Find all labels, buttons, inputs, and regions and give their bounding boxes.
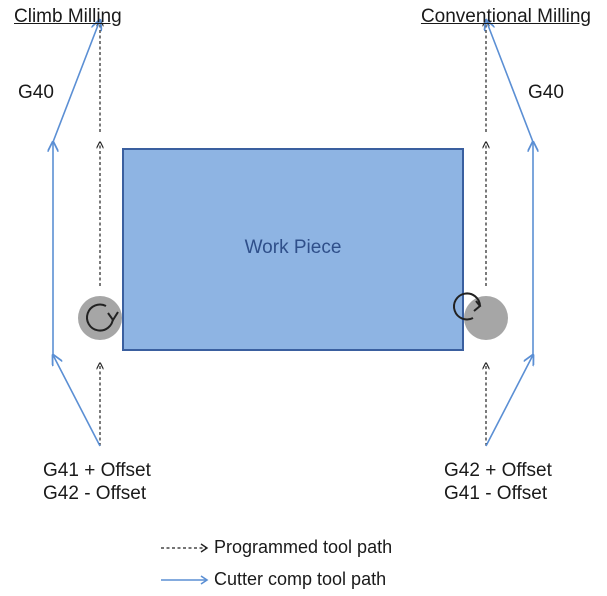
g40-label-right: G40: [528, 82, 564, 103]
codes-left: G41 + Offset G42 - Offset: [43, 459, 151, 505]
codes-right-line1: G42 + Offset: [444, 460, 552, 481]
workpiece-label: Work Piece: [244, 237, 342, 258]
codes-left-line1: G41 + Offset: [43, 460, 151, 481]
legend-cutter-comp-label: Cutter comp tool path: [214, 569, 387, 589]
codes-right: G42 + Offset G41 - Offset: [444, 459, 552, 505]
codes-right-line2: G41 - Offset: [444, 483, 548, 504]
g40-label-left: G40: [18, 82, 54, 103]
cutter-comp-path-left: [53, 20, 100, 447]
dashed-arrow-icon: [161, 543, 209, 553]
legend-cutter-comp: Cutter comp tool path: [160, 569, 386, 590]
conventional-milling-title: Conventional Milling: [420, 6, 591, 27]
cutter-comp-path-right: [486, 20, 533, 447]
climb-milling-title: Climb Milling: [14, 6, 122, 27]
cutter-tool-left: [78, 296, 122, 340]
legend-programmed: Programmed tool path: [160, 537, 392, 558]
cutter-tool-right: [453, 292, 508, 340]
legend-programmed-label: Programmed tool path: [214, 537, 393, 557]
blue-arrow-icon: [161, 575, 209, 585]
codes-left-line2: G42 - Offset: [43, 483, 147, 504]
workpiece-rect: [122, 148, 464, 351]
